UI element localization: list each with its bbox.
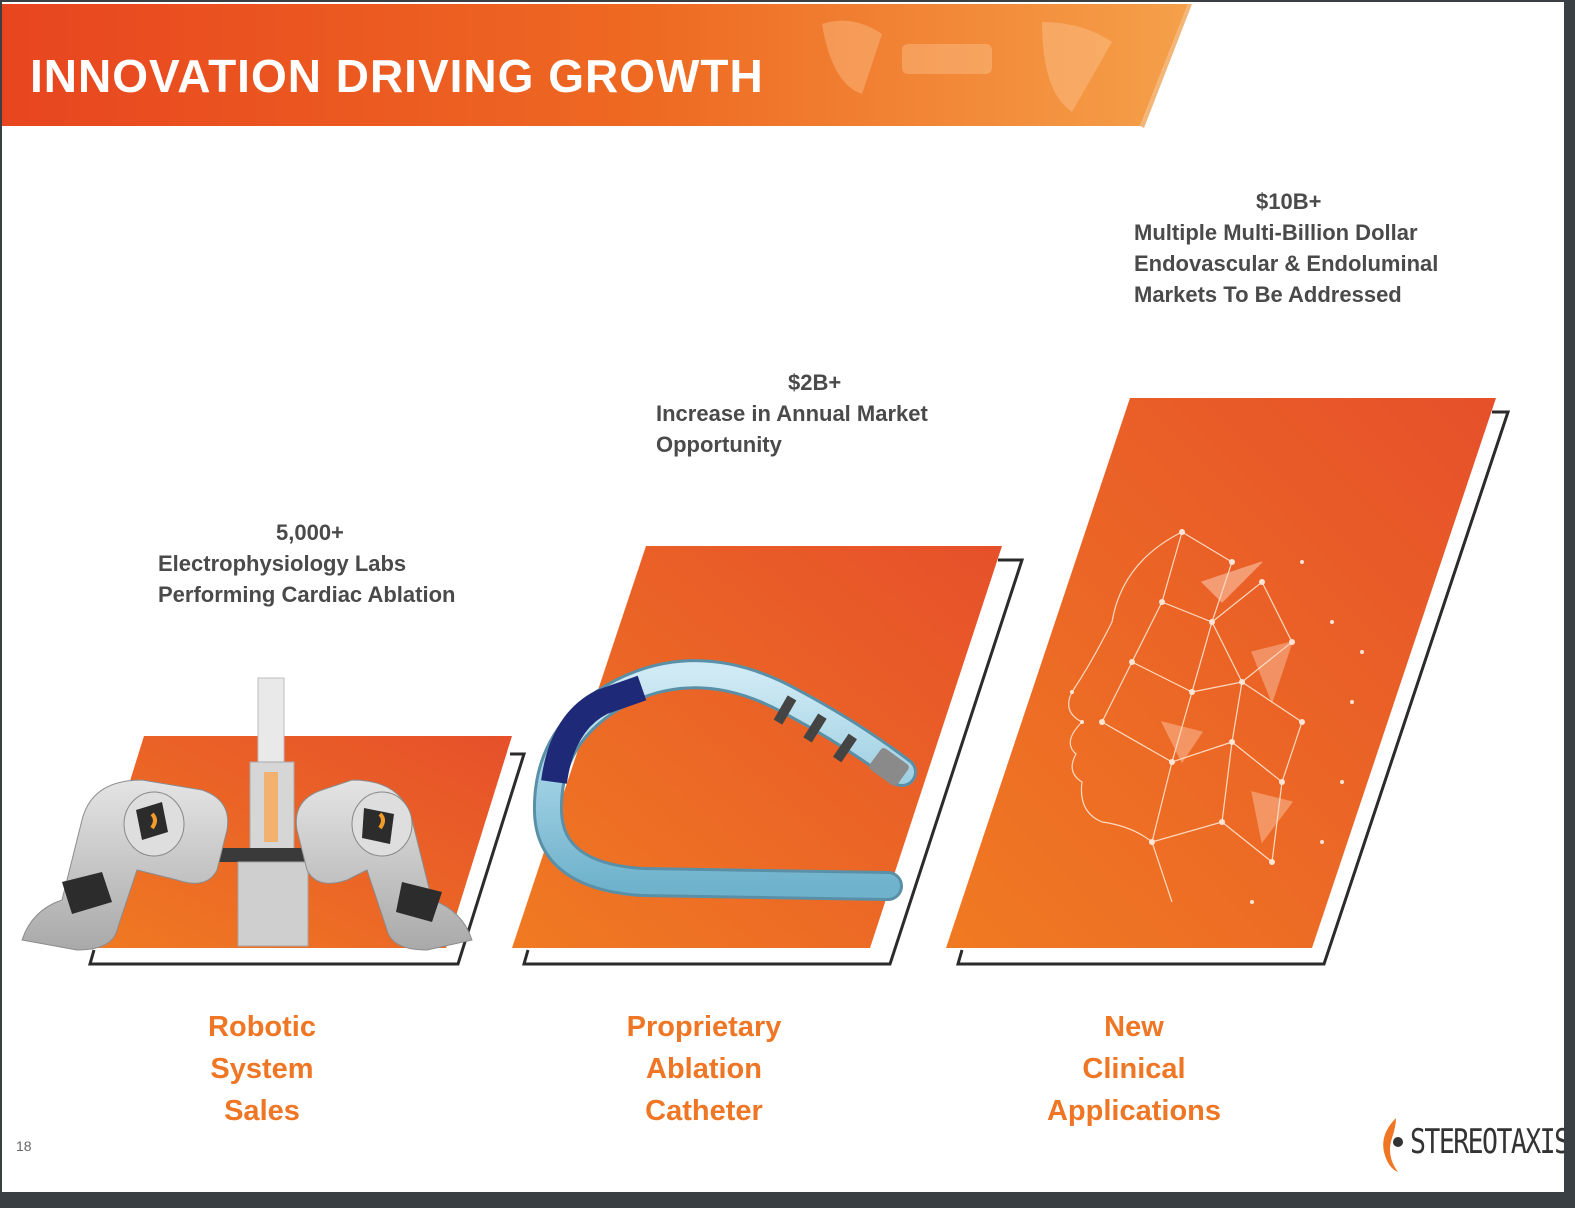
- stat-description: Electrophysiology Labs Performing Cardia…: [158, 551, 456, 607]
- stat-labs: 5,000+ Electrophysiology Labs Performing…: [158, 517, 455, 610]
- panel-ablation-catheter: [512, 546, 1025, 966]
- stat-description: Increase in Annual Market Opportunity: [656, 401, 928, 457]
- stat-value: 5,000+: [276, 520, 344, 545]
- label-proprietary-ablation-catheter: Proprietary Ablation Catheter: [626, 1011, 782, 1127]
- header-banner: INNOVATION DRIVING GROWTH: [2, 4, 1202, 130]
- slide: INNOVATION DRIVING GROWTH: [2, 2, 1564, 1192]
- catheter-icon: [532, 659, 917, 901]
- ai-face-icon: [1068, 529, 1364, 904]
- stat-markets: $10B+ Multiple Multi-Billion Dollar Endo…: [1134, 186, 1438, 310]
- growth-graphics: [21, 398, 1511, 966]
- robot-system-icon: [21, 677, 473, 951]
- label-robotic-system-sales: Robotic System Sales: [208, 1011, 316, 1127]
- label-new-clinical-applications: New Clinical Applications: [1046, 1011, 1221, 1127]
- logo-text: STEREOTAXIS: [1410, 1122, 1564, 1162]
- panel-clinical-applications: [946, 398, 1511, 966]
- stat-value: $2B+: [788, 370, 842, 395]
- stat-value: $10B+: [1256, 189, 1322, 214]
- stat-description: Multiple Multi-Billion Dollar Endovascul…: [1134, 220, 1439, 307]
- stereotaxis-logo: STEREOTAXIS: [1374, 1112, 1564, 1176]
- page-title: INNOVATION DRIVING GROWTH: [30, 50, 764, 102]
- stat-market-opportunity: $2B+ Increase in Annual Market Opportuni…: [656, 367, 928, 460]
- stereotaxis-logo-icon: [1383, 1118, 1403, 1172]
- page-number: 18: [16, 1138, 32, 1154]
